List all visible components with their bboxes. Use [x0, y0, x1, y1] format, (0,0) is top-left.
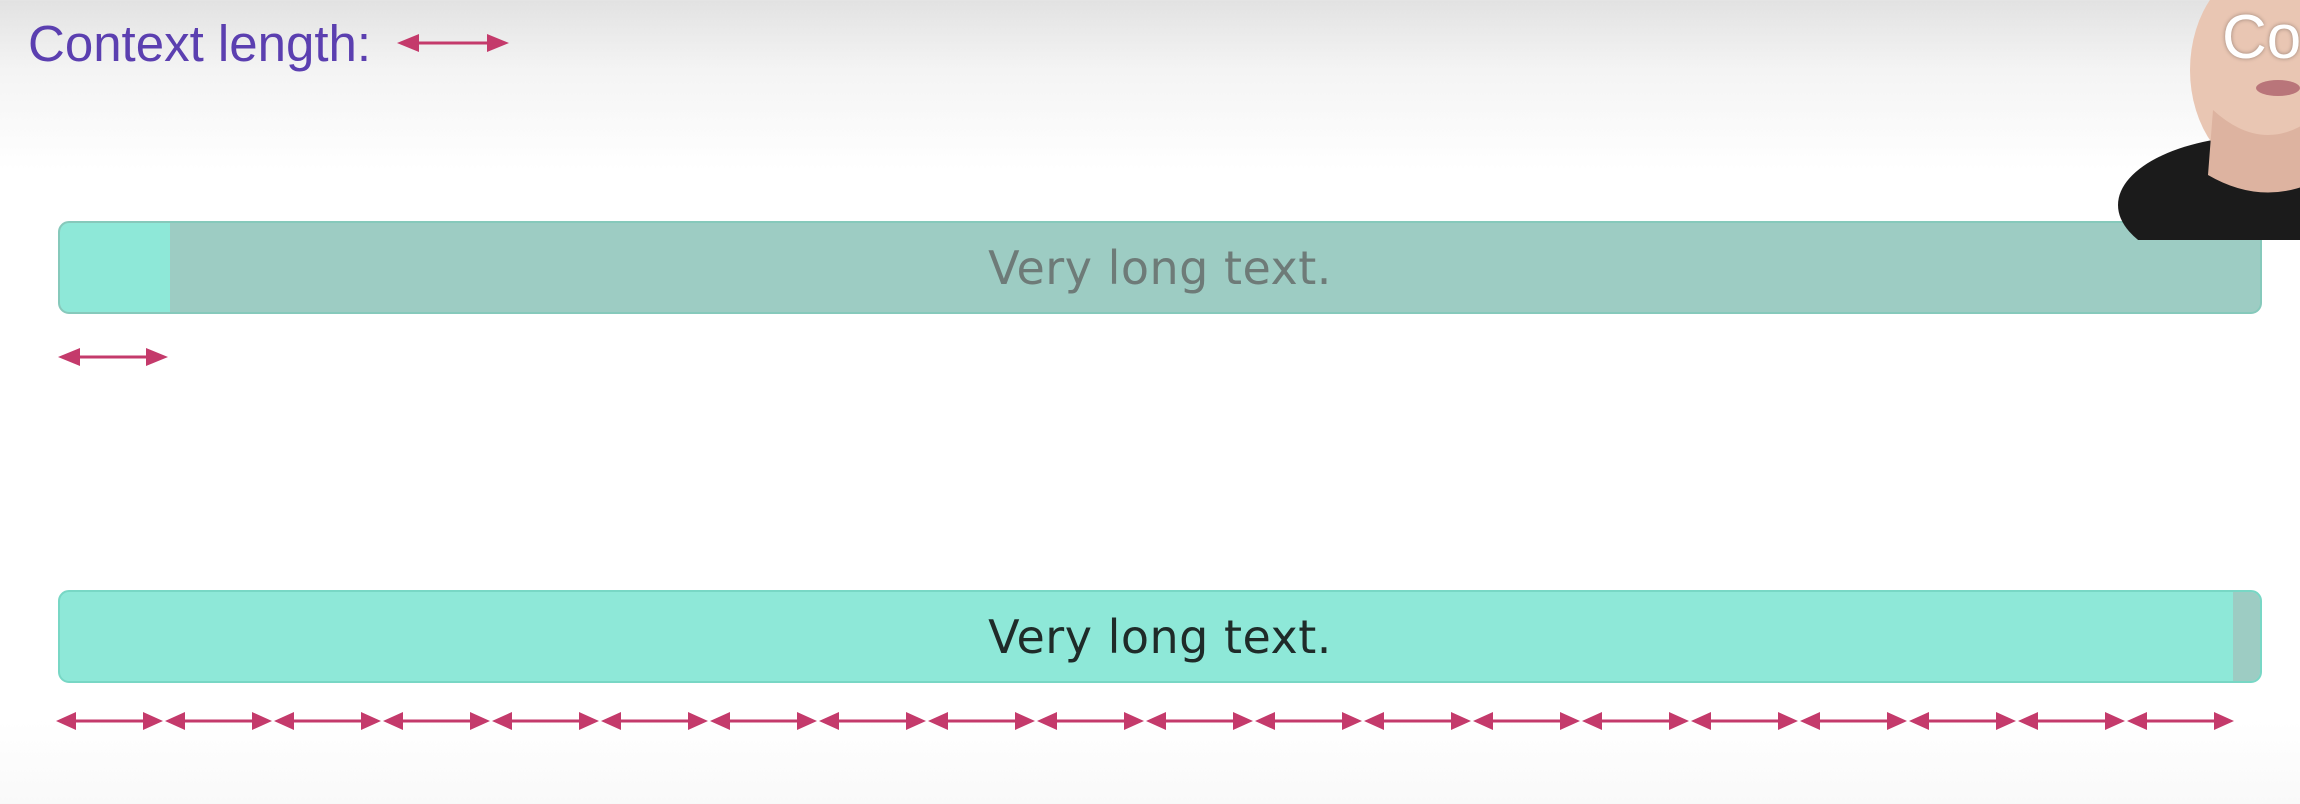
bar-text: Very long text. [988, 240, 1332, 295]
sliding-window-arrow-icon [1255, 712, 1362, 730]
text-bar-single-window: Very long text. [58, 221, 2262, 314]
sliding-window-arrow-icon [1146, 712, 1253, 730]
sliding-window-arrow-icon [1582, 712, 1689, 730]
context-window-segment [60, 223, 170, 312]
sliding-window-arrow-icon [2127, 712, 2234, 730]
sliding-window-arrow-icon [1800, 712, 1907, 730]
text-bar-sliding-windows: Very long text. [58, 590, 2262, 683]
context-length-heading: Context length: [28, 8, 510, 78]
sliding-window-arrow-icon [383, 712, 490, 730]
sliding-window-arrow-icon [1473, 712, 1580, 730]
sliding-window-arrow-icon [601, 712, 708, 730]
sliding-window-arrow-icon [1364, 712, 1471, 730]
sliding-window-arrow-icon [165, 712, 272, 730]
sliding-window-arrow-icon [710, 712, 817, 730]
sliding-window-arrow-icon [492, 712, 599, 730]
sliding-window-arrow-icon [2018, 712, 2125, 730]
context-length-label: Context length: [28, 14, 372, 72]
double-headed-arrow-icon [397, 34, 510, 52]
sliding-window-arrow-icon [1037, 712, 1144, 730]
sliding-window-arrow-icon [56, 712, 163, 730]
sliding-window-arrow-icon [274, 712, 381, 730]
sliding-window-arrow-icon [819, 712, 926, 730]
presenter-avatar [2118, 0, 2300, 240]
sliding-window-arrow-icon [1691, 712, 1798, 730]
uncovered-tail-segment [2233, 592, 2260, 681]
bar-text: Very long text. [988, 609, 1332, 664]
corner-overlay-text: Co [2222, 3, 2300, 72]
sliding-window-arrow-icon [928, 712, 1035, 730]
context-window-arrow-icon [58, 348, 168, 366]
sliding-window-arrow-row [56, 712, 2234, 730]
sliding-window-arrow-icon [1909, 712, 2016, 730]
